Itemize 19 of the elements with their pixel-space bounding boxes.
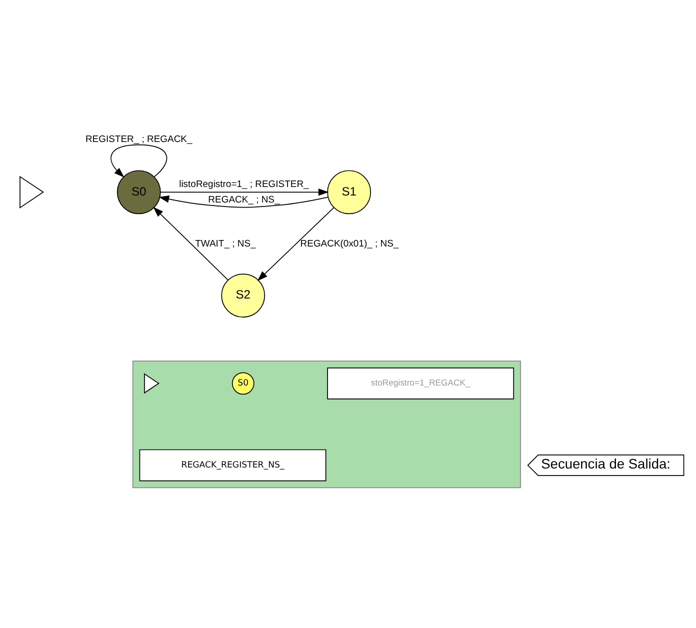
edge-label: listoRegistro=1_ ; REGISTER_ xyxy=(179,178,309,190)
edge-label: REGACK_ ; NS_ xyxy=(208,194,280,205)
node-circle: S0 xyxy=(232,372,254,394)
edge-label: REGISTER_ ; REGACK_ xyxy=(85,134,192,145)
arrow xyxy=(153,206,228,280)
arrow xyxy=(158,195,328,208)
node-triangle xyxy=(144,372,160,394)
arrow xyxy=(110,144,168,178)
arrow xyxy=(160,188,329,196)
edge-label: TWAIT_ ; NS_ xyxy=(195,238,256,249)
node-circle: S0 xyxy=(116,170,161,214)
node-circle: S1 xyxy=(327,170,372,214)
node-box: REGACK_REGISTER_NS_ xyxy=(139,448,326,481)
node-circle: S2 xyxy=(221,273,266,318)
node-box: stoRegistro=1_REGACK_ xyxy=(327,366,514,399)
arrow xyxy=(257,206,334,281)
edge-label: REGACK(0x01)_ ; NS_ xyxy=(300,238,399,249)
cluster xyxy=(132,360,521,488)
node-triangle xyxy=(20,175,44,208)
